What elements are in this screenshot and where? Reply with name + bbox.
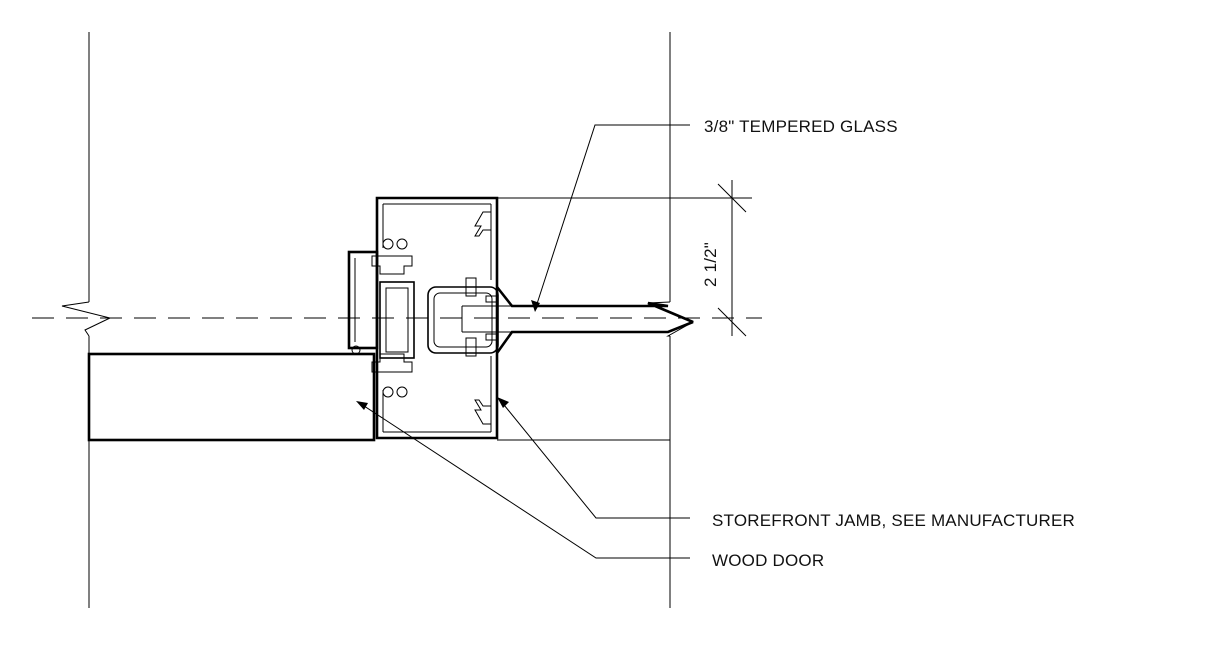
leader-glass-arrow (531, 300, 540, 312)
dimension-tick-bottom (717, 307, 747, 337)
leader-door-line (357, 401, 690, 559)
left-break-line (61, 301, 112, 337)
leader-jamb-line (499, 399, 690, 519)
glazing-pocket (427, 286, 499, 354)
weatherstrip-bulb (351, 345, 361, 355)
clip-top-left (371, 238, 413, 275)
gaskets (485, 295, 499, 341)
leader-door-arrow (356, 401, 368, 410)
wood-door (87, 352, 376, 442)
dimension-2-1-2: 2 1/2" (500, 180, 752, 337)
thermal-break (379, 281, 415, 359)
glazing-pocket-inner (433, 292, 493, 348)
label-jamb: STOREFRONT JAMB, SEE MANUFACTURER (712, 511, 1075, 530)
glass-stop-top (465, 211, 492, 297)
glass-bottom-edge (495, 320, 694, 354)
door-stop (347, 250, 379, 350)
glass-top-edge (495, 286, 694, 324)
jamb-outer-profile (375, 196, 499, 440)
wood-door-slab (87, 352, 376, 442)
leader-glass: 3/8" TEMPERED GLASS (531, 117, 898, 312)
label-glass: 3/8" TEMPERED GLASS (704, 117, 898, 136)
clip-bottom-left (371, 353, 413, 398)
dimension-text: 2 1/2" (701, 242, 720, 287)
label-door: WOOD DOOR (712, 551, 824, 570)
leader-jamb: STOREFRONT JAMB, SEE MANUFACTURER (497, 397, 1075, 530)
tempered-glass (461, 286, 694, 354)
thermal-break-inner (385, 287, 409, 353)
leader-jamb-arrow (497, 397, 509, 408)
leader-door: WOOD DOOR (356, 401, 824, 570)
storefront-jamb (347, 196, 499, 440)
glass-stop-bottom (465, 337, 492, 425)
leader-glass-line (534, 124, 690, 311)
